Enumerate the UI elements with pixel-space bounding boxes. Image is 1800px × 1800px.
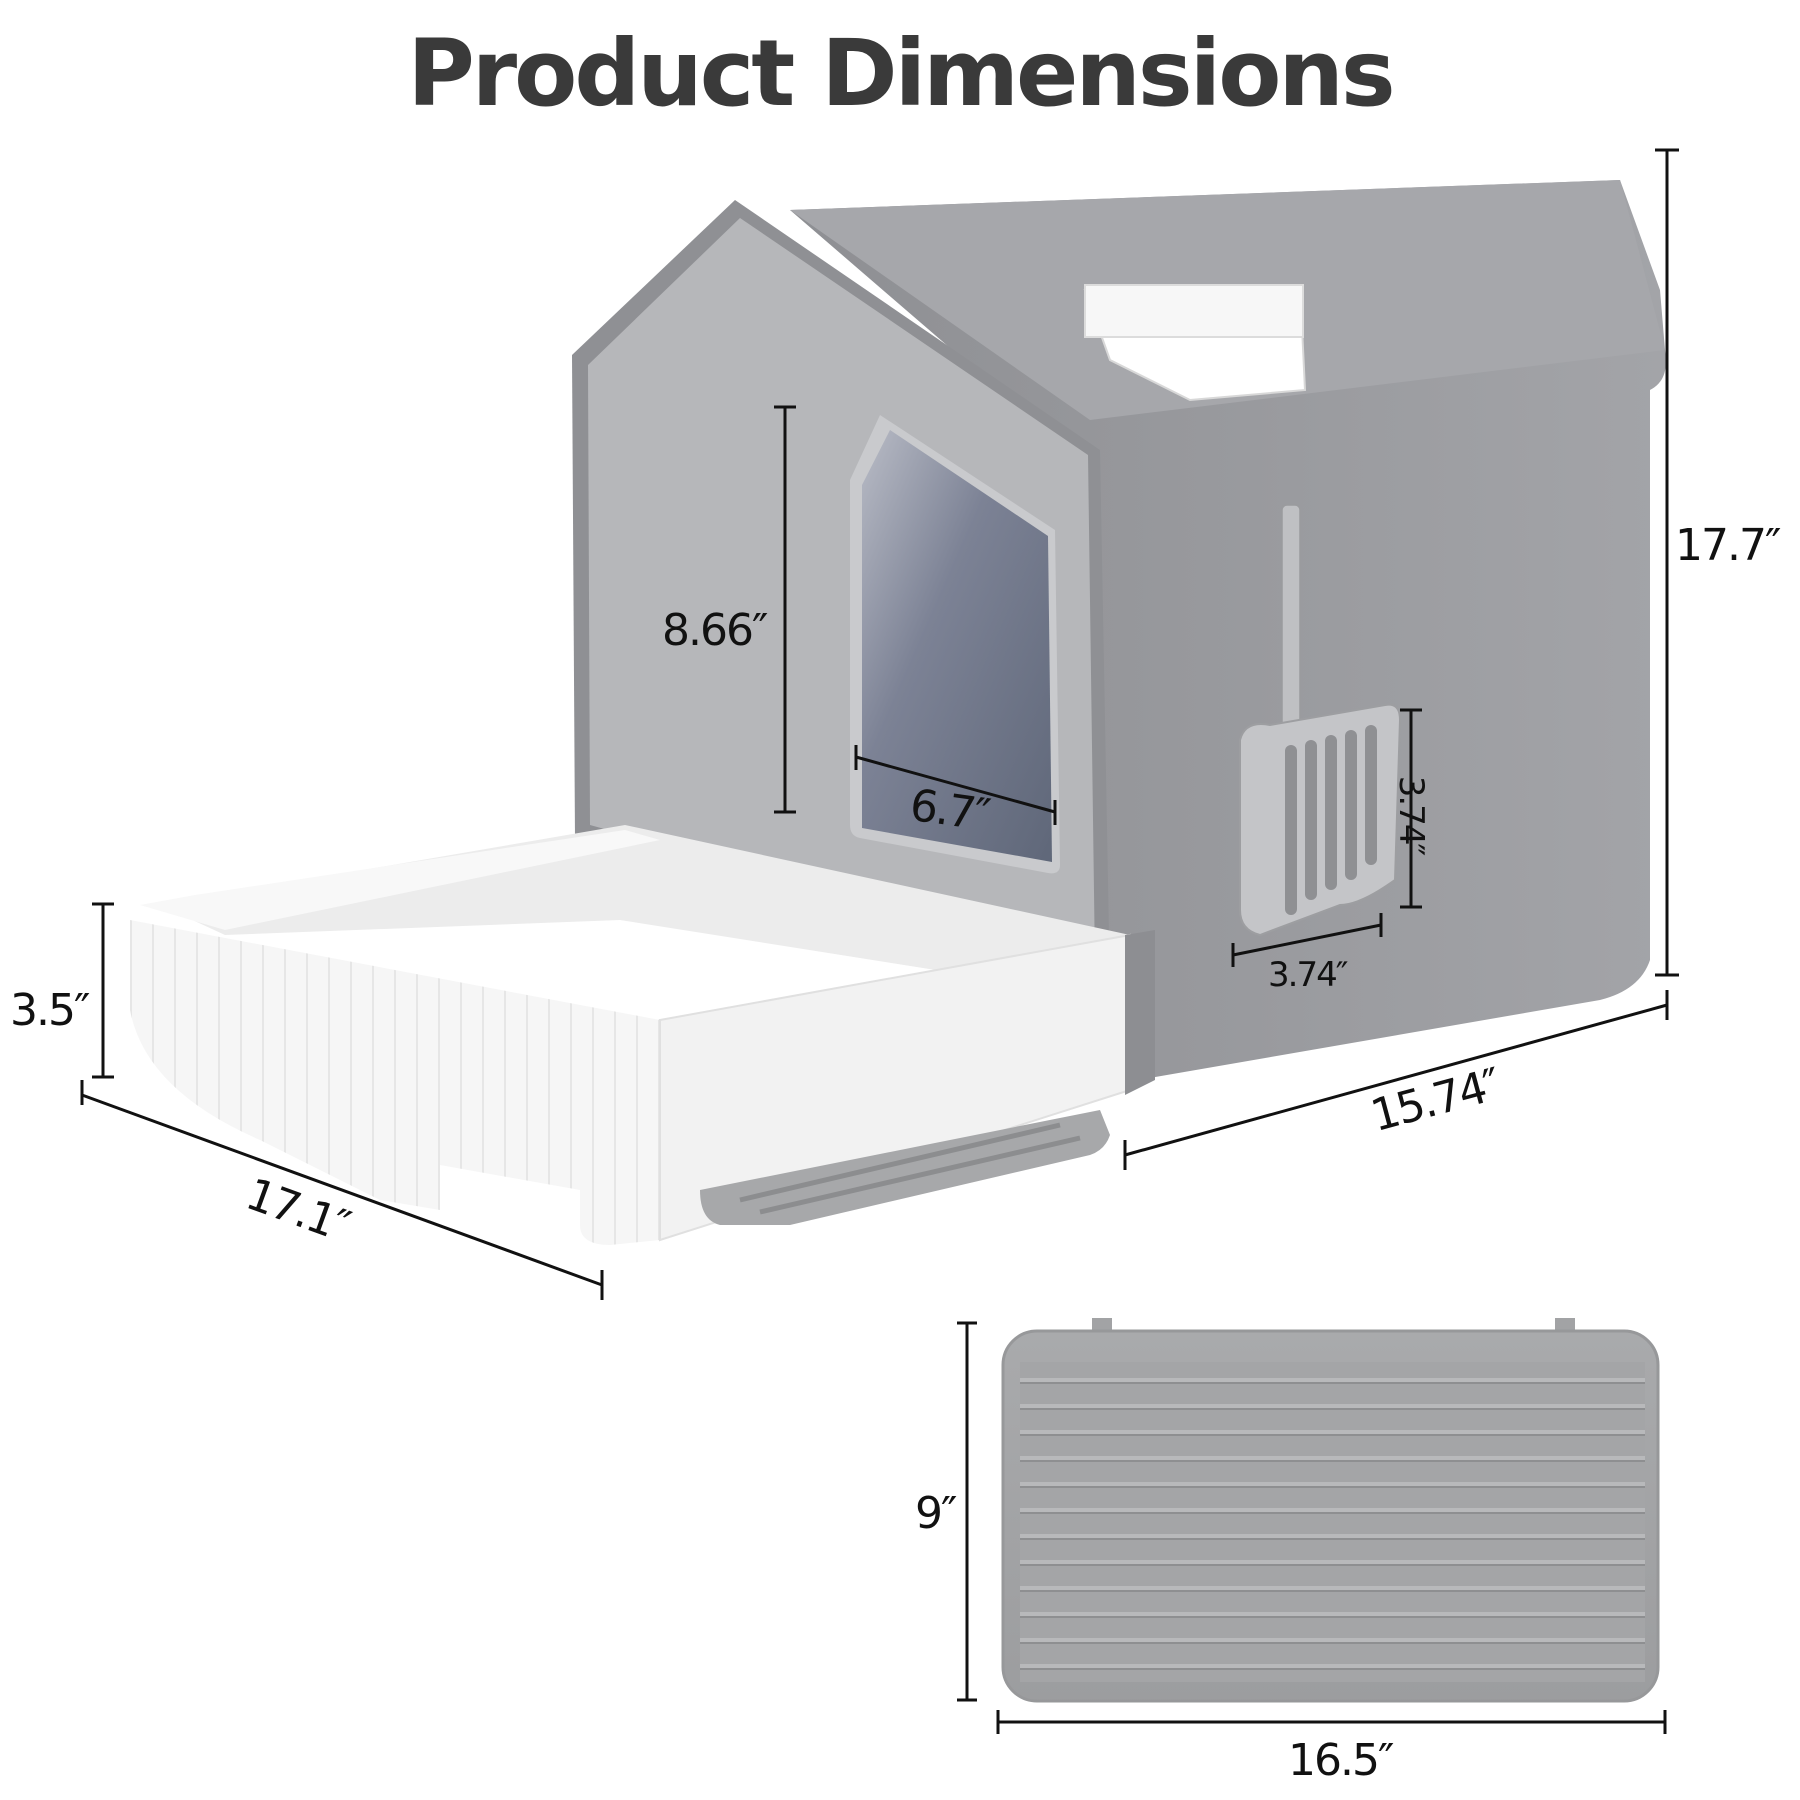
scoop-width-label: 3.74″ bbox=[1268, 955, 1348, 995]
litter-mat bbox=[1001, 1318, 1660, 1703]
mat-height-label: 9″ bbox=[915, 1488, 957, 1539]
drawer-height-label: 3.5″ bbox=[10, 985, 90, 1036]
mat-width-label: 16.5″ bbox=[1288, 1735, 1394, 1786]
air-filter-box bbox=[1083, 283, 1307, 402]
door-window bbox=[862, 430, 1052, 862]
litter-scoop bbox=[1239, 504, 1402, 937]
scoop-height-label: 3.74″ bbox=[1391, 775, 1432, 855]
door-height-label: 8.66″ bbox=[662, 605, 768, 656]
page-title: Product Dimensions bbox=[407, 20, 1395, 127]
litter-mat-attached bbox=[700, 1110, 1110, 1225]
litter-box-housing bbox=[572, 180, 1666, 1090]
dimension-lines bbox=[80, 148, 1679, 1734]
total-height-label: 17.7″ bbox=[1675, 520, 1781, 571]
door-width-label: 6.7″ bbox=[906, 779, 992, 842]
